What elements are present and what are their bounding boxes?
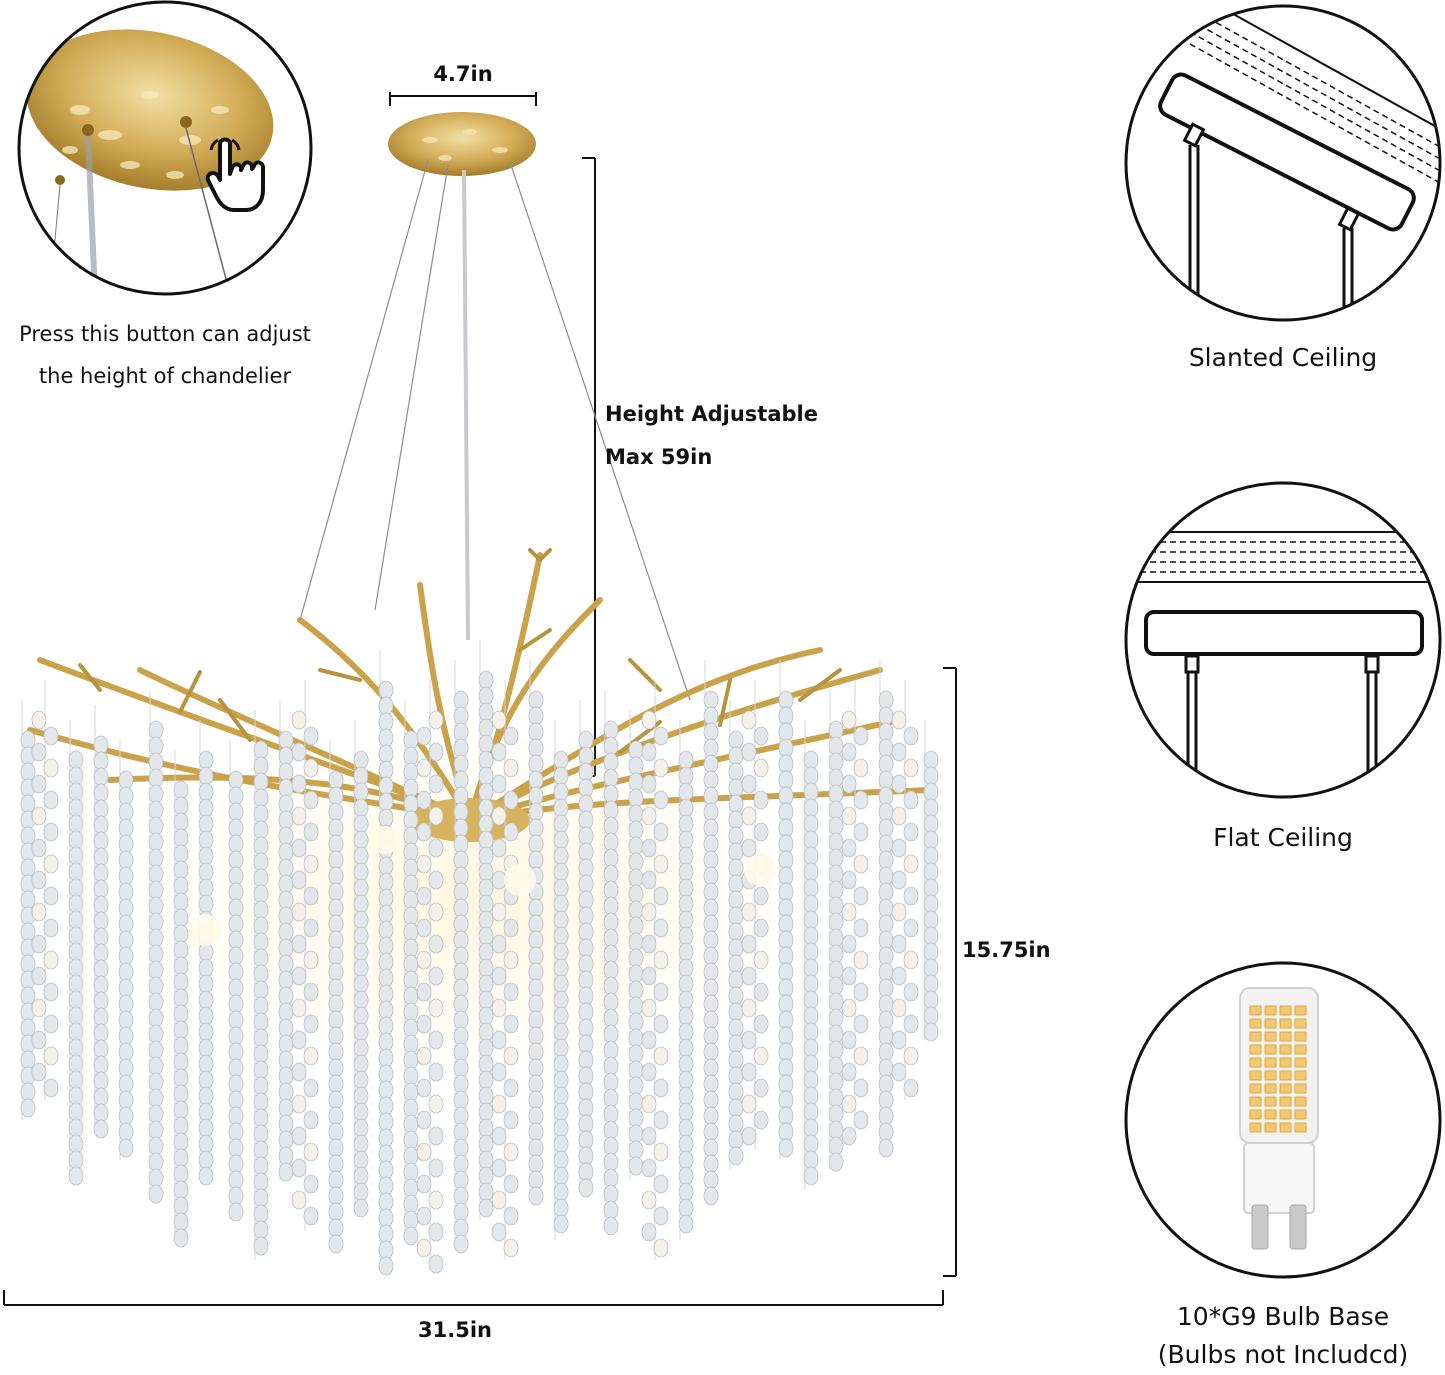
max-height-label: Max 59in <box>605 445 713 469</box>
crystal-strands <box>20 640 939 1276</box>
chandelier-illustration <box>20 112 939 1276</box>
ceiling-canopy <box>388 112 536 176</box>
slanted-ceiling-diagram <box>1124 4 1442 322</box>
slanted-ceiling-label: Slanted Ceiling <box>1188 343 1378 372</box>
flat-ceiling-diagram <box>1124 481 1442 799</box>
canopy-width-dimension <box>389 92 537 106</box>
g9-bulb-icon <box>1239 987 1319 1250</box>
bulbs-not-included-label: (Bulbs not Includcd) <box>1157 1340 1409 1369</box>
height-adjustable-dimension <box>582 157 596 777</box>
bulb-base-label: 10*G9 Bulb Base <box>1176 1302 1390 1331</box>
g9-bulb-diagram <box>1124 961 1442 1279</box>
callout-line-1: Press this button can adjust <box>19 322 311 346</box>
body-width-label: 31.5in <box>418 1318 492 1342</box>
flat-ceiling-label: Flat Ceiling <box>1213 823 1353 852</box>
callout-line-2: the height of chandelier <box>38 364 292 388</box>
canopy-width-label: 4.7in <box>433 62 493 86</box>
canopy-detail-circle <box>17 0 313 296</box>
hand-pointer-icon <box>205 137 266 212</box>
body-height-dimension <box>943 667 957 1277</box>
body-height-label: 15.75in <box>962 938 1051 962</box>
height-adjustable-label: Height Adjustable <box>605 402 818 426</box>
body-width-dimension <box>3 1290 944 1306</box>
